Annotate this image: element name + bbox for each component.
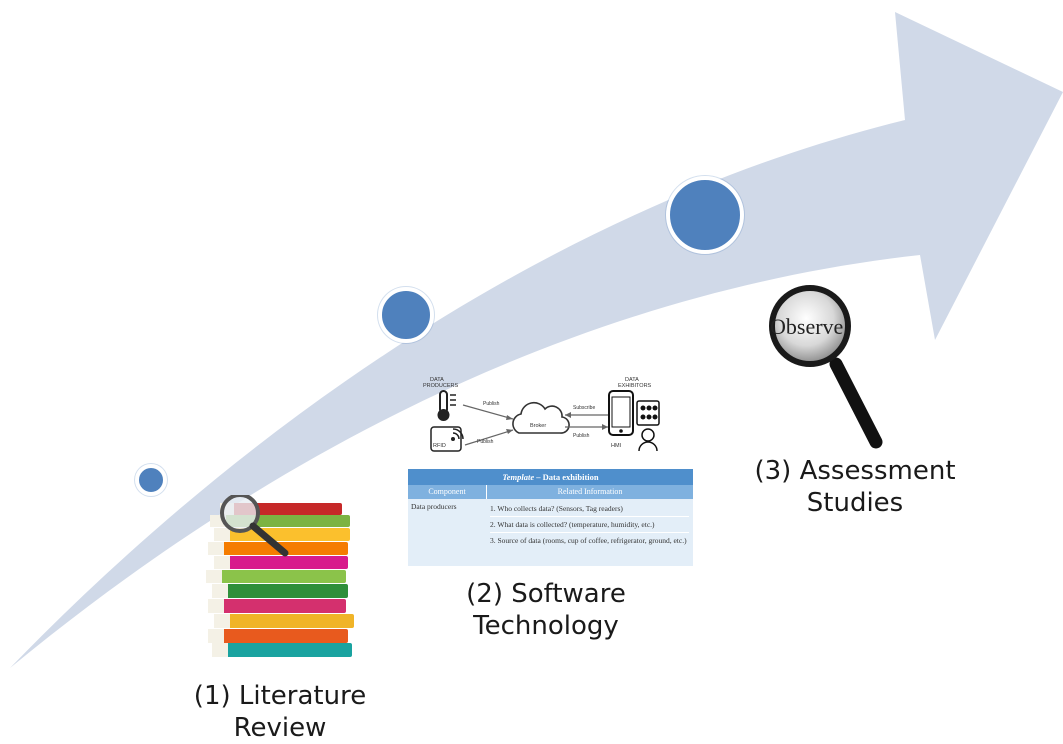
list-item: 3. Source of data (rooms, cup of coffee,… xyxy=(490,536,687,545)
publish-label-3: Publish xyxy=(573,433,590,439)
milestone-dot-1 xyxy=(135,464,167,496)
step-3-line1: (3) Assessment xyxy=(754,456,956,486)
list-item: 2. What data is collected? (temperature,… xyxy=(490,517,689,533)
publish-label-2: Publish xyxy=(477,439,494,445)
step-3-line2: Studies xyxy=(806,488,904,518)
magnifying-glass-icon: Observe xyxy=(769,285,883,449)
user-icon xyxy=(638,428,658,452)
header-component: Component xyxy=(408,485,487,499)
table-row: Data producers 1. Who collects data? (Se… xyxy=(408,499,693,566)
rfid-label: RFID xyxy=(433,443,446,449)
publish-label-1: Publish xyxy=(483,401,500,407)
step-1-line1: (1) Literature xyxy=(193,681,367,711)
data-architecture-diagram: DATA PRODUCERS RFID Publish Publish Brok… xyxy=(423,377,660,452)
milestone-dot-3 xyxy=(666,176,744,254)
step-2-line2: Technology xyxy=(473,611,619,641)
observe-text: Observe xyxy=(770,314,843,339)
exhibitors-label-line2: EXHIBITORS xyxy=(618,383,652,389)
template-data-exhibition-table: Template – Data exhibition Component Rel… xyxy=(408,469,693,566)
table-title-italic: Template xyxy=(502,472,535,482)
rfid-reader-icon xyxy=(430,426,464,452)
cell-component: Data producers xyxy=(411,502,457,511)
subscribe-label: Subscribe xyxy=(573,405,595,411)
hmi-label: HMI xyxy=(611,443,622,449)
step-label-assessment-studies: (3) Assessment Studies xyxy=(730,455,980,519)
cell-related-information: 1. Who collects data? (Sensors, Tag read… xyxy=(486,499,693,566)
small-magnifier-icon xyxy=(220,495,289,557)
table-header-row: Component Related Information xyxy=(408,485,693,499)
smartphone-icon xyxy=(608,390,634,436)
cloud-broker-icon xyxy=(512,401,570,434)
table-title: Template – Data exhibition xyxy=(408,469,693,485)
header-related-information: Related Information xyxy=(557,487,623,496)
exhibitors-label-line1: DATA xyxy=(625,377,639,383)
list-item: 1. Who collects data? (Sensors, Tag read… xyxy=(490,501,689,517)
step-1-line2: Review xyxy=(233,713,327,743)
producers-label-line2: PRODUCERS xyxy=(423,383,458,389)
table-title-rest: – Data exhibition xyxy=(534,472,599,482)
control-panel-icon xyxy=(636,400,660,426)
step-2-line1: (2) Software xyxy=(466,579,626,609)
thermometer-icon xyxy=(437,390,456,421)
producers-label-line1: DATA xyxy=(430,377,444,383)
curved-arrow-shape xyxy=(10,12,1063,668)
step-label-software-technology: (2) Software Technology xyxy=(436,578,656,642)
step-label-literature-review: (1) Literature Review xyxy=(170,680,390,744)
stack-of-books-with-magnifier-icon xyxy=(206,495,354,657)
broker-label: Broker xyxy=(530,423,546,429)
milestone-dot-2 xyxy=(378,287,434,343)
